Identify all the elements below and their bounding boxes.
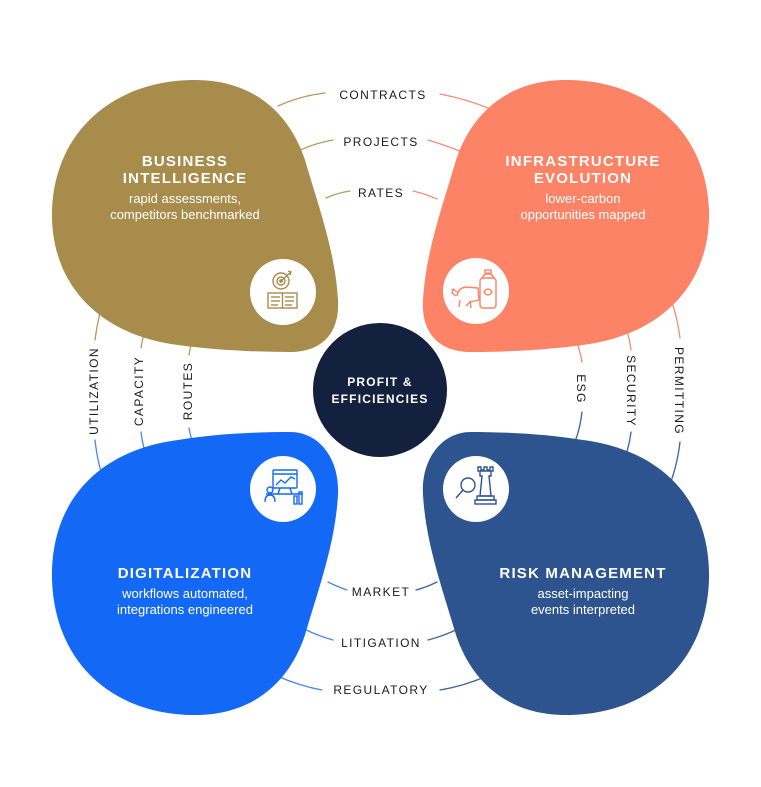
gas-cylinder-cow-icon [443,258,509,324]
arc-rates-right [412,190,438,200]
business-intelligence-text: BUSINESS INTELLIGENCE rapid assessments,… [110,153,260,222]
infrastructure-evolution-text: INFRASTRUCTURE EVOLUTION lower-carbon op… [505,153,660,222]
ring-label-esg: ESG [574,374,588,404]
ring-label-security: SECURITY [624,355,638,427]
ring-label-regulatory: REGULATORY [333,683,428,697]
ring-label-utilization: UTILIZATION [87,347,101,435]
arc-litigation-left [301,627,334,641]
arc-market-right [415,581,438,591]
bi-title-1: BUSINESS [142,153,228,170]
ring-labels-bottom: MARKET LITIGATION REGULATORY [333,585,428,697]
center-line-1: PROFIT & [347,375,413,389]
bi-subtitle-1: rapid assessments, [129,191,241,206]
arc-projects-left [299,139,334,151]
workstation-chart-icon [250,456,316,522]
risk-management-text: RISK MANAGEMENT asset-impacting events i… [499,565,666,617]
ring-label-contracts: CONTRACTS [339,88,426,102]
target-report-icon [250,259,316,325]
ring-label-market: MARKET [352,585,410,599]
arc-regulatory-left [276,675,323,691]
arc-market-left [327,581,348,591]
center-line-2: EFFICIENCIES [331,392,428,406]
bi-subtitle-2: competitors benchmarked [110,207,260,222]
dg-title-1: DIGITALIZATION [118,565,253,582]
arc-contracts-right [439,93,489,109]
ring-label-permitting: PERMITTING [672,347,686,435]
ie-title-1: INFRASTRUCTURE [505,153,660,170]
rm-subtitle-1: asset-impacting [537,586,628,601]
ring-label-litigation: LITIGATION [341,636,421,650]
ring-label-rates: RATES [358,186,404,200]
ring-label-projects: PROJECTS [343,135,418,149]
ie-title-2: EVOLUTION [534,170,632,187]
ie-subtitle-1: lower-carbon [545,191,620,206]
ring-labels-top: CONTRACTS PROJECTS RATES [339,88,426,200]
bi-title-2: INTELLIGENCE [123,170,247,187]
arc-contracts-left [277,92,326,107]
dg-subtitle-1: workflows automated, [121,586,248,601]
rm-title-1: RISK MANAGEMENT [499,565,666,582]
digitalization-text: DIGITALIZATION workflows automated, inte… [117,565,253,617]
arc-projects-right [427,139,463,153]
rm-subtitle-2: events interpreted [531,602,635,617]
arc-rates-left [325,190,351,199]
chess-magnifier-icon [443,456,509,522]
ring-label-routes: ROUTES [181,362,195,420]
ring-label-capacity: CAPACITY [132,356,146,426]
ie-subtitle-2: opportunities mapped [520,207,645,222]
dg-subtitle-2: integrations engineered [117,602,253,617]
ring-labels-right: ESG SECURITY PERMITTING [574,347,686,435]
center-circle [313,323,447,457]
ring-labels-left: UTILIZATION CAPACITY ROUTES [87,347,195,435]
